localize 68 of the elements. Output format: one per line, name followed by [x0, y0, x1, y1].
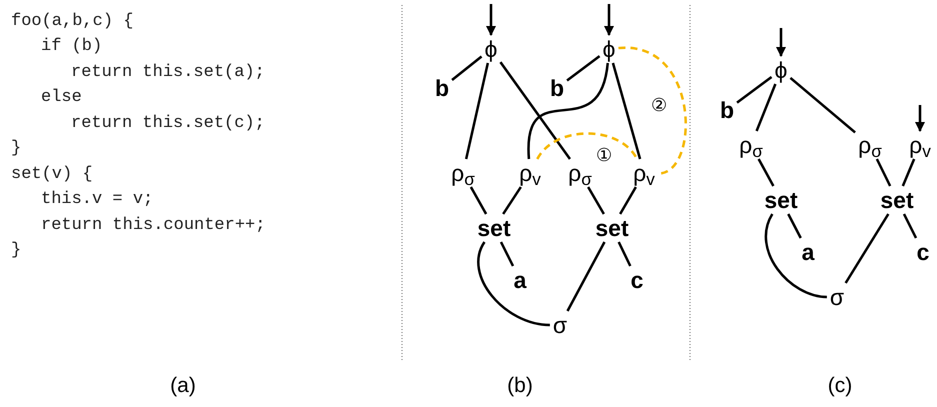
- edge-label: ①: [596, 146, 612, 164]
- code-line: }: [11, 140, 22, 157]
- dashed-arc: [536, 132, 638, 160]
- edge-line: [499, 61, 571, 160]
- edge-line: [790, 77, 856, 134]
- code-line: return this.set(a);: [71, 64, 265, 81]
- edge-line: [902, 158, 916, 186]
- arrow: [776, 28, 786, 57]
- node-symbol: ϕ: [774, 58, 788, 82]
- node-symbol: σ: [552, 313, 568, 337]
- edge-label: ②: [651, 96, 667, 114]
- code-line: }: [11, 242, 22, 259]
- edge-line: [618, 241, 632, 267]
- node-symbol: c: [916, 240, 930, 264]
- edge-line: [787, 213, 802, 239]
- arrow: [915, 105, 925, 132]
- arrow: [604, 4, 614, 36]
- edge-line: [528, 62, 609, 159]
- edge-line: [566, 55, 600, 82]
- node-symbol: set: [594, 216, 630, 240]
- edge-line: [500, 241, 514, 267]
- node-symbol: ϕ: [484, 37, 498, 61]
- code-line: else: [41, 89, 82, 106]
- node-symbol: b: [548, 76, 566, 100]
- edge-line: [736, 76, 772, 104]
- edge-line: [566, 241, 606, 312]
- edge-line: [619, 186, 637, 215]
- edge-line: [464, 62, 490, 160]
- code-line: this.v = v;: [41, 191, 154, 208]
- edge-line: [451, 56, 482, 81]
- node-symbol: ρ$_{v}$: [632, 161, 656, 185]
- arrow: [486, 4, 496, 36]
- edge-line: [844, 213, 890, 284]
- code-line: return this.set(c);: [71, 115, 265, 132]
- edge-line: [502, 186, 522, 215]
- code-line: if (b): [41, 38, 102, 55]
- code-line: return this.counter++;: [41, 217, 266, 234]
- edge-line: [612, 62, 642, 160]
- node-symbol: ρ$_{σ}$: [567, 161, 593, 185]
- edge-line: [902, 213, 918, 239]
- node-symbol: c: [630, 268, 644, 292]
- edge-line: [477, 241, 550, 326]
- node-symbol: a: [800, 240, 816, 264]
- edge-line: [876, 158, 892, 187]
- dashed-arc: [618, 46, 687, 175]
- node-symbol: set: [763, 188, 799, 212]
- node-symbol: b: [718, 98, 736, 122]
- edge-line: [755, 84, 777, 132]
- panel-label: (c): [828, 375, 852, 396]
- node-symbol: ρ$_{v}$: [518, 161, 542, 185]
- code-line: foo(a,b,c) {: [11, 13, 134, 30]
- node-symbol: ρ$_{σ}$: [738, 133, 764, 157]
- node-symbol: ϕ: [602, 37, 616, 61]
- node-symbol: set: [879, 188, 915, 212]
- node-symbol: σ: [828, 285, 846, 309]
- edge-line: [587, 186, 605, 215]
- code-line: set(v) {: [11, 166, 93, 183]
- edge-line: [470, 186, 488, 215]
- node-symbol: set: [476, 216, 512, 240]
- node-symbol: ρ$_{σ}$: [450, 161, 476, 185]
- node-symbol: ρ$_{v}$: [908, 133, 932, 157]
- node-symbol: ρ$_{σ}$: [857, 133, 883, 157]
- node-symbol: a: [512, 268, 528, 292]
- node-symbol: b: [434, 76, 450, 100]
- edge-line: [764, 213, 828, 298]
- edge-line: [758, 158, 774, 187]
- panel-label: (a): [170, 375, 196, 396]
- panel-label: (b): [507, 375, 533, 396]
